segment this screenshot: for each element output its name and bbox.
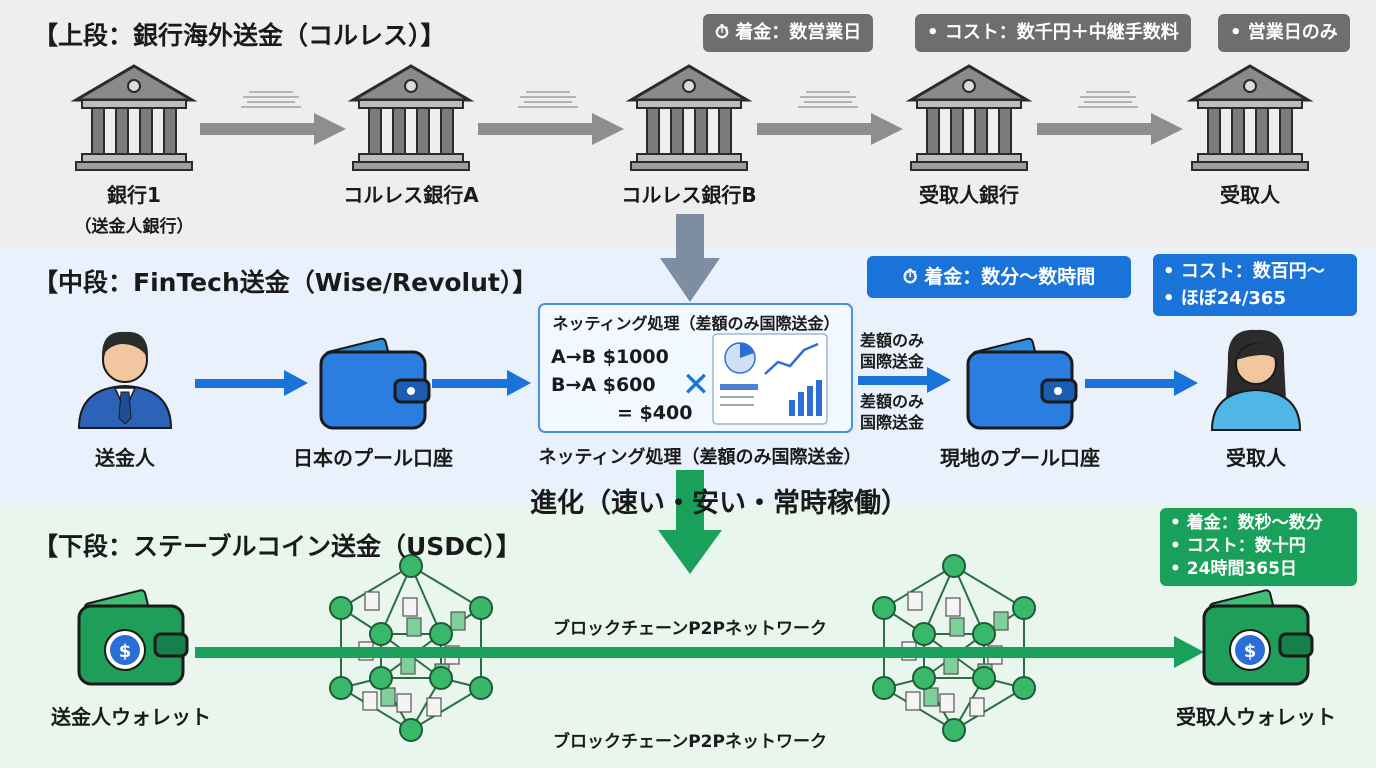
bank-node-1-label: 銀行1 (107, 183, 161, 207)
bank-node-3-label: コルレス銀行B (621, 183, 757, 207)
netting-line-3: = $400 (617, 402, 693, 424)
bank-section-title: 【上段：銀行海外送金（コルレス）】 (33, 21, 446, 50)
stablecoin-info-line-3: • 24時間365日 (1170, 559, 1297, 579)
bank-icon-5 (1190, 64, 1310, 172)
bank-hours-badge: • 営業日のみ (1218, 14, 1350, 52)
fintech-arrows (195, 367, 1198, 396)
evolution-label: 進化（速い・安い・常時稼働） (530, 488, 908, 519)
network-label-top: ブロックチェーンP2Pネットワーク (553, 619, 827, 639)
fintech-cost-line-2: • ほぼ24/365 (1163, 288, 1286, 309)
dashboard-icon (712, 333, 828, 425)
bank-icon-4 (909, 64, 1029, 172)
stopwatch-icon: ⏱ (902, 266, 925, 288)
fintech-time-text: 着金：数分〜数時間 (924, 266, 1096, 288)
sender-wallet-label: 送金人ウォレット (51, 705, 211, 729)
fintech-cost-line-1: • コスト：数百円〜 (1163, 261, 1325, 282)
down-arrow-to-stablecoin (658, 470, 722, 574)
pool-local-label: 現地のプール口座 (940, 446, 1100, 470)
stablecoin-arrow (195, 636, 1204, 668)
bank-arrows (200, 91, 1183, 145)
receiver-wallet-icon (1202, 587, 1314, 686)
fintech-cost-badge: • コスト：数百円〜 • ほぼ24/365 (1153, 254, 1357, 316)
sender-label: 送金人 (95, 446, 155, 470)
bank-node-5-label: 受取人 (1220, 183, 1280, 207)
bank-icon-3 (629, 64, 749, 172)
diff-label-bottom: 差額のみ国際送金 (859, 392, 924, 432)
netting-box-title: ネッティング処理（差額のみ国際送金） (552, 314, 840, 333)
netting-cross-icon: ✕ (682, 365, 711, 405)
bank-node-4-label: 受取人銀行 (919, 183, 1019, 207)
receiver-label: 受取人 (1226, 446, 1286, 470)
pool-jp-label: 日本のプール口座 (293, 446, 453, 470)
bank-time-text: 着金：数営業日 (735, 22, 862, 43)
fintech-time-badge: ⏱ 着金：数分〜数時間 (867, 256, 1131, 298)
stablecoin-info-line-2: • コスト：数十円 (1170, 536, 1306, 556)
fintech-section-title: 【中段：FinTech送金（Wise/Revolut）】 (33, 268, 538, 297)
bank-time-badge: ⏱ 着金：数営業日 (703, 14, 874, 52)
receiver-wallet-label: 受取人ウォレット (1176, 705, 1336, 729)
netting-label: ネッティング処理（差額のみ国際送金） (538, 447, 862, 468)
bank-cost-badge: • コスト：数千円＋中継手数料 (915, 14, 1191, 52)
wallet-jp-icon (319, 336, 431, 430)
bank-icon-1 (74, 64, 194, 172)
down-arrow-to-fintech (660, 214, 720, 302)
netting-calculation: A→B $1000 B→A $600 = $400 (551, 343, 692, 427)
netting-line-1: A→B $1000 (551, 346, 669, 368)
stablecoin-info-line-1: • 着金：数秒〜数分 (1170, 513, 1323, 533)
netting-line-2: B→A $600 (551, 374, 656, 396)
stablecoin-info-badge: • 着金：数秒〜数分 • コスト：数十円 • 24時間365日 (1160, 508, 1357, 586)
receiver-person-icon (1211, 328, 1301, 431)
bank-node-2-label: コルレス銀行A (343, 183, 479, 207)
sender-person-icon (78, 330, 172, 429)
stablecoin-section-title: 【下段：ステーブルコイン送金（USDC）】 (33, 532, 521, 561)
bank-node-1-sublabel: （送金人銀行） (74, 217, 194, 237)
stopwatch-icon: ⏱ (715, 22, 736, 43)
bank-icon-2 (351, 64, 471, 172)
wallet-local-icon (966, 336, 1078, 430)
network-label-bottom: ブロックチェーンP2Pネットワーク (553, 732, 827, 752)
sender-wallet-icon (77, 587, 189, 686)
diff-label-top: 差額のみ国際送金 (859, 331, 924, 371)
